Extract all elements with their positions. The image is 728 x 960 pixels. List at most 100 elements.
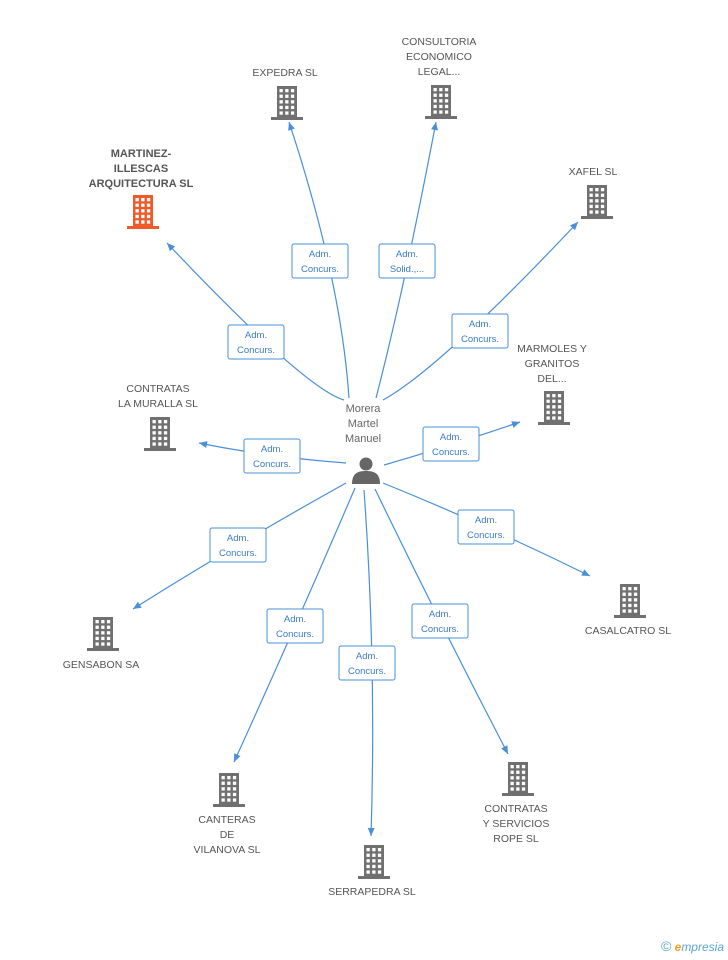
company-label-line: DEL...: [537, 373, 566, 385]
company-label-line: LA MURALLA SL: [118, 398, 198, 410]
role-box-xafel[interactable]: Adm. Concurs.: [451, 313, 509, 349]
company-label-line: ARQUITECTURA SL: [89, 178, 194, 190]
company-label-casalcatro[interactable]: CASALCATRO SL: [585, 625, 671, 637]
arrow-head: [581, 569, 590, 576]
role-text: Concurs.: [461, 334, 499, 345]
role-box-frame: [291, 243, 349, 279]
building-icon-contratas-rope[interactable]: [502, 762, 534, 796]
brand-watermark: © empresia: [661, 938, 724, 954]
company-label-line: SERRAPEDRA SL: [328, 886, 416, 898]
role-box-gensabon[interactable]: Adm.Concurs.: [209, 527, 267, 563]
role-text: Adm.: [227, 533, 249, 544]
building-icon-martinez[interactable]: [127, 195, 159, 229]
role-box-serrapedra[interactable]: Adm. Concurs.: [338, 645, 396, 681]
arrow-head: [133, 601, 142, 609]
role-box-canteras[interactable]: Adm. Concurs.: [266, 608, 324, 644]
person-name-line: Martel: [348, 418, 379, 430]
company-label-line: DE: [220, 829, 235, 841]
role-text: Concurs.: [421, 624, 459, 635]
role-text: Concurs.: [348, 666, 386, 677]
company-label-line: CANTERAS: [198, 814, 255, 826]
company-label-line: CONSULTORIA: [402, 36, 477, 48]
role-text: Adm.: [440, 432, 462, 443]
company-label-line: CONTRATAS: [484, 803, 547, 815]
brand-initial: e: [674, 940, 682, 954]
role-text: Concurs.: [467, 530, 505, 541]
role-box-frame: [338, 645, 396, 681]
company-label-line: EXPEDRA SL: [252, 67, 318, 79]
company-label-line: ROPE SL: [493, 833, 539, 845]
building-icon-contratas-muralla[interactable]: [144, 417, 176, 451]
arrow-head: [288, 122, 295, 131]
nodes-layer: EXPEDRA SL CONSULTORIA ECONOMICO LEGAL... MA…: [63, 36, 671, 898]
company-label-line: GRANITOS: [525, 358, 580, 370]
building-icon-marmoles[interactable]: [538, 391, 570, 425]
company-label-canteras[interactable]: CANTERAS DE VILANOVA SL: [194, 814, 261, 856]
role-box-expedra[interactable]: Adm. Concurs.: [291, 243, 349, 279]
building-icon-serrapedra[interactable]: [358, 845, 390, 879]
role-text: Concurs.: [237, 345, 275, 356]
brand-name: mpresia: [681, 940, 724, 954]
role-text: Concurs.: [432, 447, 470, 458]
company-label-line: LEGAL...: [418, 66, 461, 78]
role-text: Adm.: [396, 249, 418, 260]
company-label-line: MARMOLES Y: [517, 343, 587, 355]
company-label-contratas-rope[interactable]: CONTRATAS Y SERVICIOS ROPE SL: [483, 803, 550, 845]
role-box-contratas-rope[interactable]: Adm. Concurs.: [411, 603, 469, 639]
role-box-marmoles[interactable]: Adm. Concurs.: [422, 426, 480, 462]
person-name-line: Morera: [346, 403, 382, 415]
company-label-serrapedra[interactable]: SERRAPEDRA SL: [328, 886, 416, 898]
arrow-head: [234, 753, 241, 762]
company-label-line: ILLESCAS: [114, 163, 168, 175]
role-text: Concurs.: [276, 629, 314, 640]
role-text: Adm.: [245, 330, 267, 341]
role-text: Adm.: [261, 444, 283, 455]
company-label-marmoles[interactable]: MARMOLES Y GRANITOS DEL...: [517, 343, 587, 385]
company-label-contratas-muralla[interactable]: CONTRATAS LA MURALLA SL: [118, 383, 198, 410]
role-box-frame: [243, 438, 301, 474]
role-box-casalcatro[interactable]: Adm. Concurs.: [457, 509, 515, 545]
role-box-consultoria[interactable]: Adm.Solid.,...: [378, 243, 436, 279]
role-box-frame: [457, 509, 515, 545]
role-text: Adm.: [284, 614, 306, 625]
company-label-gensabon[interactable]: GENSABON SA: [63, 659, 139, 671]
role-box-frame: [227, 324, 285, 360]
role-text: Adm.: [356, 651, 378, 662]
role-text: Concurs.: [253, 459, 291, 470]
building-icon-gensabon[interactable]: [87, 617, 119, 651]
role-box-frame: [411, 603, 469, 639]
company-label-line: Y SERVICIOS: [483, 818, 550, 830]
building-icon-canteras[interactable]: [213, 773, 245, 807]
building-icon-casalcatro[interactable]: [614, 584, 646, 618]
company-label-line: VILANOVA SL: [194, 844, 261, 856]
building-icon-xafel[interactable]: [581, 185, 613, 219]
company-label-line: ECONOMICO: [406, 51, 472, 63]
person-icon: [352, 457, 380, 484]
building-icon-expedra[interactable]: [271, 86, 303, 120]
company-label-line: XAFEL SL: [569, 166, 618, 178]
arrow-head: [199, 441, 208, 449]
role-box-frame: [209, 527, 267, 563]
company-label-expedra[interactable]: EXPEDRA SL: [252, 67, 318, 79]
company-label-consultoria[interactable]: CONSULTORIA ECONOMICO LEGAL...: [402, 36, 477, 78]
building-icon-consultoria[interactable]: [425, 85, 457, 119]
role-text: Concurs.: [301, 264, 339, 275]
arrow-head: [167, 243, 176, 252]
role-box-frame: [422, 426, 480, 462]
role-text: Adm.: [469, 319, 491, 330]
company-label-xafel[interactable]: XAFEL SL: [569, 166, 618, 178]
role-text: Adm.: [429, 609, 451, 620]
role-box-martinez[interactable]: Adm. Concurs.: [227, 324, 285, 360]
role-text: Adm.: [309, 249, 331, 260]
company-label-line: CASALCATRO SL: [585, 625, 671, 637]
arrow-head: [501, 745, 508, 754]
arrow-head: [431, 122, 438, 131]
role-box-frame: [266, 608, 324, 644]
role-text: Adm.: [475, 515, 497, 526]
copyright-icon: ©: [660, 938, 672, 954]
company-label-line: CONTRATAS: [126, 383, 189, 395]
role-box-contratas-muralla[interactable]: Adm. Concurs.: [243, 438, 301, 474]
